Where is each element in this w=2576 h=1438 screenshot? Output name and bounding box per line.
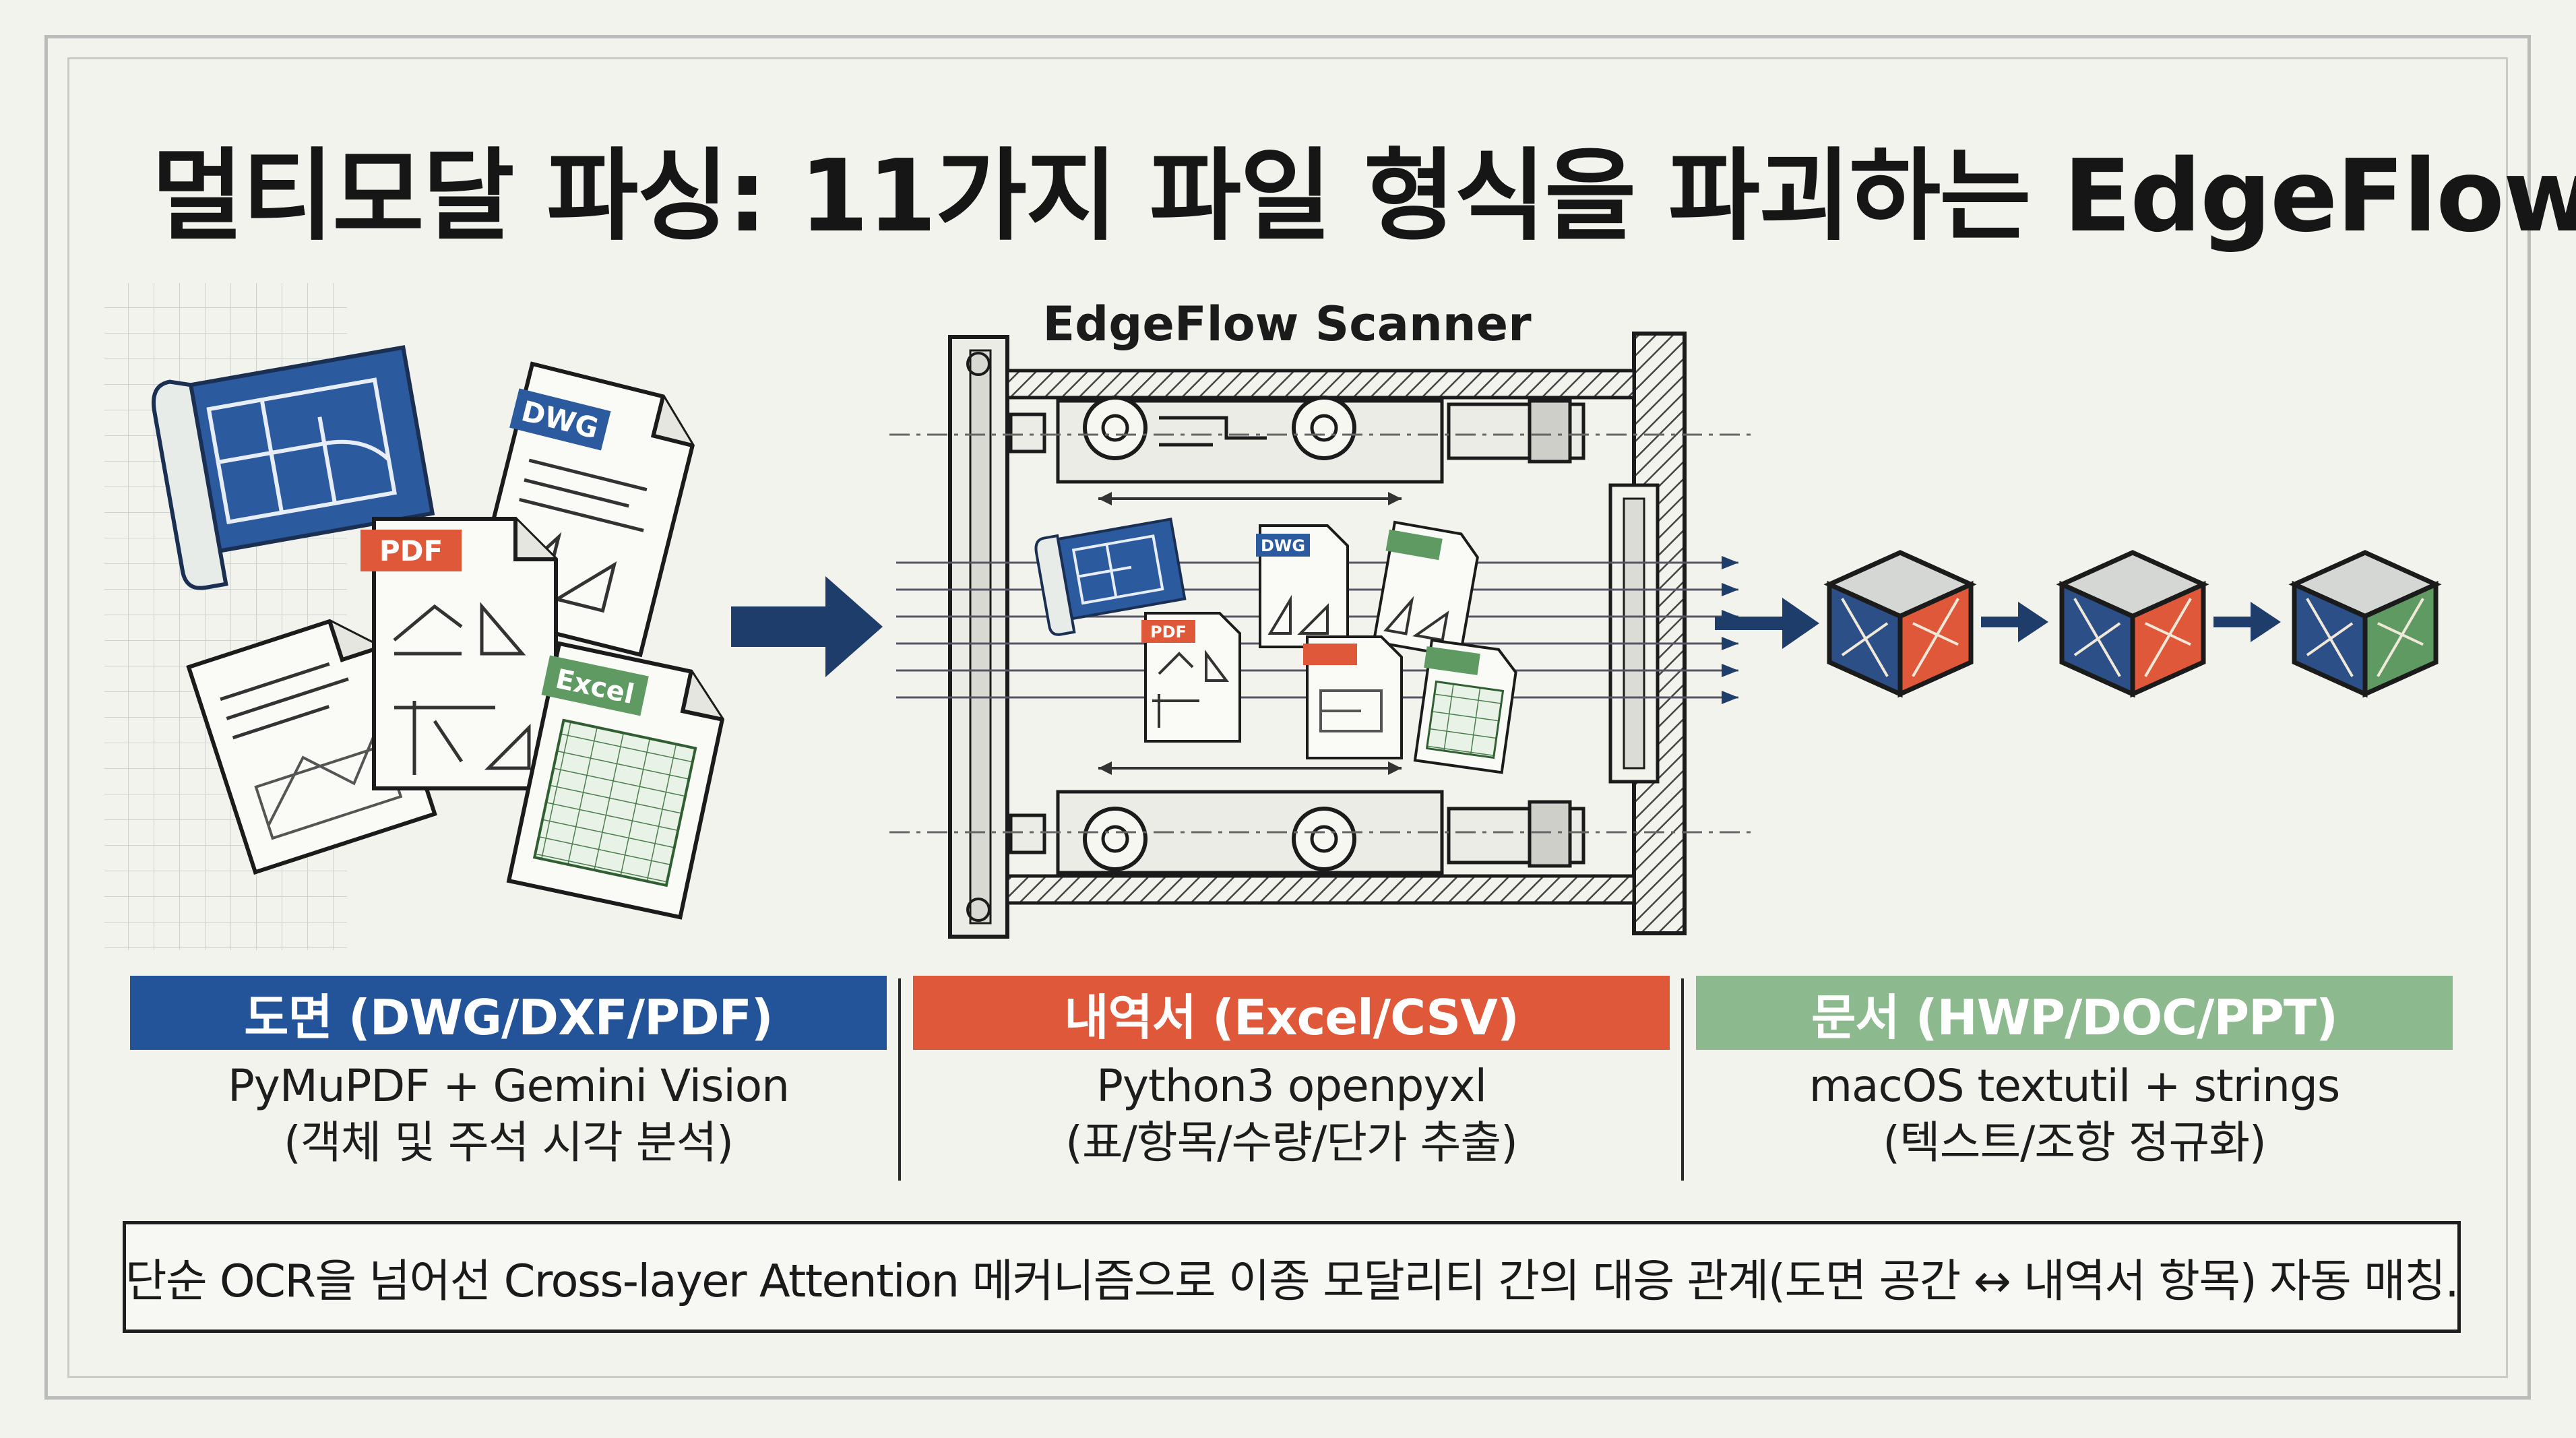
column-desc-documents: macOS textutil + strings (텍스트/조항 정규화) <box>1696 1058 2453 1186</box>
scanner-file-icon <box>1372 520 1479 659</box>
scanner-blueprint-icon <box>1034 518 1187 636</box>
column-header-documents: 문서 (HWP/DOC/PPT) <box>1696 976 2453 1050</box>
column-divider <box>1681 978 1684 1181</box>
scanner-pdf-tag: PDF <box>1150 623 1187 642</box>
cube-icon <box>1823 550 1977 698</box>
column-desc-line: Python3 openpyxl <box>1096 1060 1487 1112</box>
arrow-right-icon <box>731 576 883 677</box>
column-divider <box>898 978 901 1181</box>
scanner-dwg-tag: DWG <box>1261 536 1305 555</box>
cube-icon <box>2288 550 2442 698</box>
column-desc-line: (텍스트/조항 정규화) <box>1883 1117 2266 1168</box>
scanner-machine-icon <box>889 332 1752 939</box>
output-arrow-icon-3 <box>2213 602 2281 642</box>
column-header-estimates: 내역서 (Excel/CSV) <box>913 976 1670 1050</box>
output-arrow-icon-2 <box>1981 602 2048 642</box>
outer-frame <box>44 35 2531 1400</box>
column-header-drawings: 도면 (DWG/DXF/PDF) <box>130 976 887 1050</box>
cube-icon <box>2056 550 2209 698</box>
pdf-tag: PDF <box>379 534 443 567</box>
scanner-excel-file-icon <box>1413 638 1517 774</box>
scanner-doc-file-icon <box>1303 635 1403 759</box>
excel-file-icon: Excel <box>506 641 725 920</box>
column-desc-line: (객체 및 주석 시각 분석) <box>284 1117 734 1168</box>
page-title: 멀티모달 파싱: 11가지 파일 형식을 파괴하는 EdgeFlow <box>152 138 2576 254</box>
diagram-art: DWG PDF Excel EdgeFlow Scanner <box>104 283 2442 950</box>
scanner-label: EdgeFlow Scanner <box>1042 296 1532 352</box>
column-desc-line: macOS textutil + strings <box>1809 1060 2341 1112</box>
column-desc-line: PyMuPDF + Gemini Vision <box>228 1060 790 1112</box>
inner-frame <box>67 57 2508 1378</box>
column-desc-estimates: Python3 openpyxl (표/항목/수량/단가 추출) <box>913 1058 1670 1186</box>
output-arrow-icon <box>1715 598 1819 649</box>
pdf-file-icon: PDF <box>360 517 558 790</box>
column-desc-line: (표/항목/수량/단가 추출) <box>1065 1117 1518 1168</box>
scanner-dwg-file-icon: DWG <box>1256 524 1349 648</box>
scanner-pdf-file-icon: PDF <box>1141 612 1241 743</box>
summary-box: 단순 OCR을 넘어선 Cross-layer Attention 메커니즘으로… <box>123 1221 2461 1333</box>
blueprint-icon <box>152 345 435 590</box>
column-desc-drawings: PyMuPDF + Gemini Vision (객체 및 주석 시각 분석) <box>130 1058 887 1186</box>
